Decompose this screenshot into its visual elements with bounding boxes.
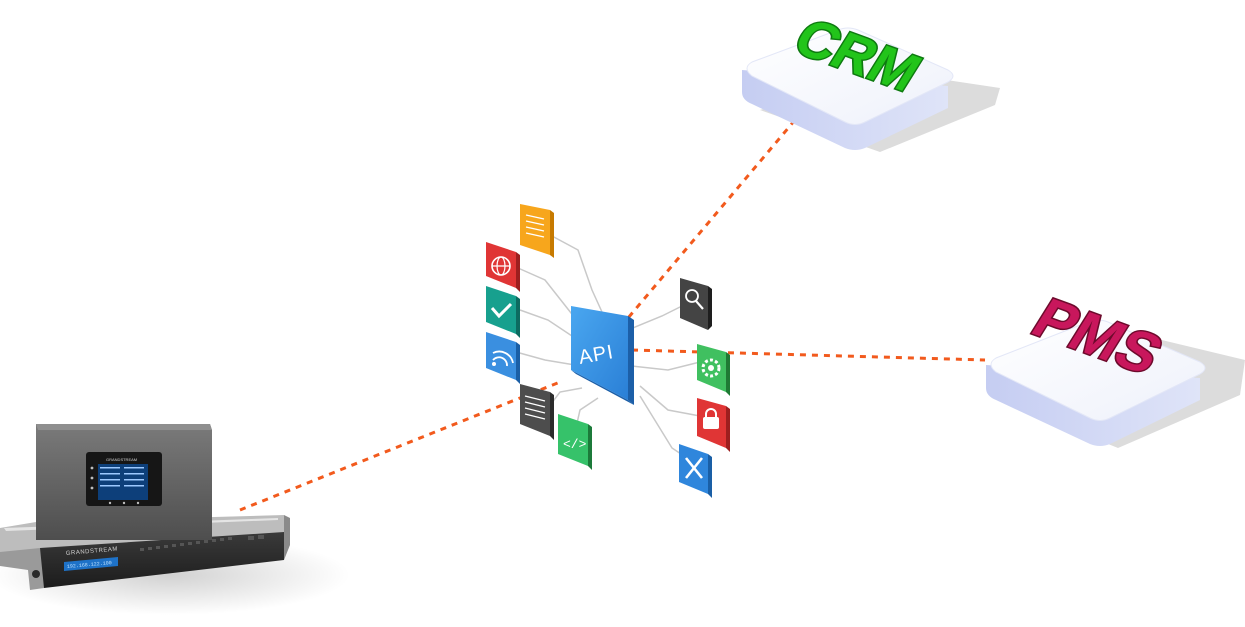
text-lines-icon: [520, 384, 554, 440]
svg-text:</>: </>: [563, 437, 587, 452]
code-icon: </>: [558, 414, 592, 470]
desktop-pbx: GRANDSTREAM: [36, 424, 212, 540]
pms-platform-top: [990, 319, 1206, 421]
rack-ports: [140, 535, 264, 551]
api-cube-bottom: [571, 370, 634, 405]
document-icon: [520, 204, 554, 258]
wifi-signal-icon: [486, 332, 520, 384]
api-cube-face: [571, 306, 628, 400]
connectors: [239, 119, 986, 512]
api-node: API: [571, 306, 634, 405]
desktop-screen: [98, 464, 148, 500]
api-cube-side: [628, 316, 634, 405]
crm-platform-top: [746, 27, 954, 125]
rack-lcd-text: 192.168.122.100: [67, 560, 112, 570]
rack-brand: GRANDSTREAM: [66, 546, 118, 557]
api-feature-tiles: </>: [486, 204, 730, 498]
pbx-device-group: GRANDSTREAM 192.168.122.100: [0, 424, 350, 615]
crm-node: CRM: [742, 6, 1000, 152]
api-circuit-traces: [515, 235, 701, 463]
gear-icon: [697, 344, 730, 396]
search-icon: [680, 278, 712, 330]
desktop-brand: GRANDSTREAM: [106, 457, 137, 462]
globe-icon: [486, 242, 520, 292]
lock-icon: [697, 398, 730, 452]
checkmark-icon: [486, 286, 520, 338]
connector-api-pms: [631, 348, 986, 362]
connector-pbx-api: [239, 380, 561, 512]
tools-icon: [679, 444, 712, 498]
pms-node: PMS: [986, 286, 1245, 448]
rack-lcd: [64, 557, 118, 571]
